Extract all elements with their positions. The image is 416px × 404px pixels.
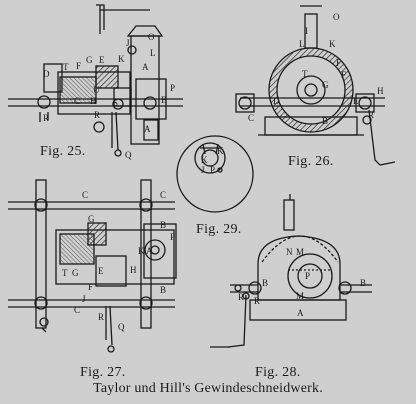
label: H <box>377 86 384 96</box>
label: A <box>142 62 149 72</box>
label: F <box>341 70 346 80</box>
label: B <box>262 278 268 288</box>
label: Q <box>118 322 125 332</box>
label: M <box>296 291 304 301</box>
figure-29-drawing <box>176 135 254 213</box>
label: B <box>360 278 366 288</box>
label: C <box>74 305 80 315</box>
figure-26-labels: O I L K T G F F E D C H R B <box>248 12 384 126</box>
figure-26-title: Fig. 26. <box>288 154 334 169</box>
label: K <box>329 39 336 49</box>
figure-28-labels: N M P M A B B R R <box>238 247 366 318</box>
figure-27-title: Fig. 27. <box>80 365 126 380</box>
label: C <box>82 190 88 200</box>
label: G <box>88 214 95 224</box>
label: R <box>43 113 49 123</box>
label: P <box>170 83 175 93</box>
label: A <box>146 246 153 256</box>
label: O <box>333 12 340 22</box>
label: L <box>150 48 156 58</box>
label: Q <box>125 150 132 160</box>
figure-28-title: Fig. 28. <box>255 365 301 380</box>
label: F <box>76 61 81 71</box>
label: B <box>322 116 328 126</box>
label: J <box>126 38 130 48</box>
label: R <box>94 110 100 120</box>
label: K <box>217 146 224 156</box>
figure-29-title: Fig. 29. <box>196 222 242 237</box>
label: R <box>254 296 260 306</box>
label: N <box>286 247 293 257</box>
label: E <box>98 266 104 276</box>
label: R <box>368 110 374 120</box>
label: T <box>63 62 69 72</box>
label: P <box>170 232 175 242</box>
label: J <box>82 294 86 304</box>
label: F <box>336 58 341 68</box>
figure-25-labels: D T F G E J K A L C U P B R R Q H S A O <box>43 32 175 160</box>
label: A <box>144 124 151 134</box>
figure-29-labels: K K J P <box>201 146 224 175</box>
label: K <box>118 54 125 64</box>
label: B <box>161 95 167 105</box>
label: L <box>299 39 305 49</box>
label: G <box>322 80 329 90</box>
label: K <box>201 155 208 165</box>
label: P <box>210 165 215 175</box>
label: K <box>138 246 145 256</box>
label: B <box>160 285 166 295</box>
label: O <box>148 32 155 42</box>
label: G <box>86 55 93 65</box>
plate-caption: Taylor und Hill's Gewindeschneidwerk. <box>93 381 323 396</box>
label: D <box>273 96 280 106</box>
label: T <box>302 69 308 79</box>
label: T <box>62 268 68 278</box>
label: H <box>130 265 137 275</box>
label: C <box>160 190 166 200</box>
label: A <box>297 308 304 318</box>
label: R <box>98 312 104 322</box>
label: E <box>99 55 105 65</box>
figure-27-drawing <box>8 179 177 353</box>
figure-27-labels: C C G T G E F K A H P B B C R Q J <box>62 190 175 332</box>
label: M <box>296 247 304 257</box>
label: H <box>90 96 97 106</box>
figure-25-drawing <box>8 4 183 157</box>
figure-25-title: Fig. 25. <box>40 144 86 159</box>
label: S <box>113 98 118 108</box>
label: B <box>160 220 166 230</box>
label: C <box>74 96 80 106</box>
label: I <box>305 26 308 36</box>
label: U <box>93 85 100 95</box>
label: G <box>72 268 79 278</box>
figure-28-drawing <box>210 194 372 348</box>
label: P <box>305 271 310 281</box>
label: R <box>238 292 244 302</box>
label: E <box>353 96 359 106</box>
label: J <box>201 165 205 175</box>
label: D <box>43 69 50 79</box>
label: C <box>248 113 254 123</box>
label: F <box>88 282 93 292</box>
figure-26-drawing <box>235 5 396 166</box>
